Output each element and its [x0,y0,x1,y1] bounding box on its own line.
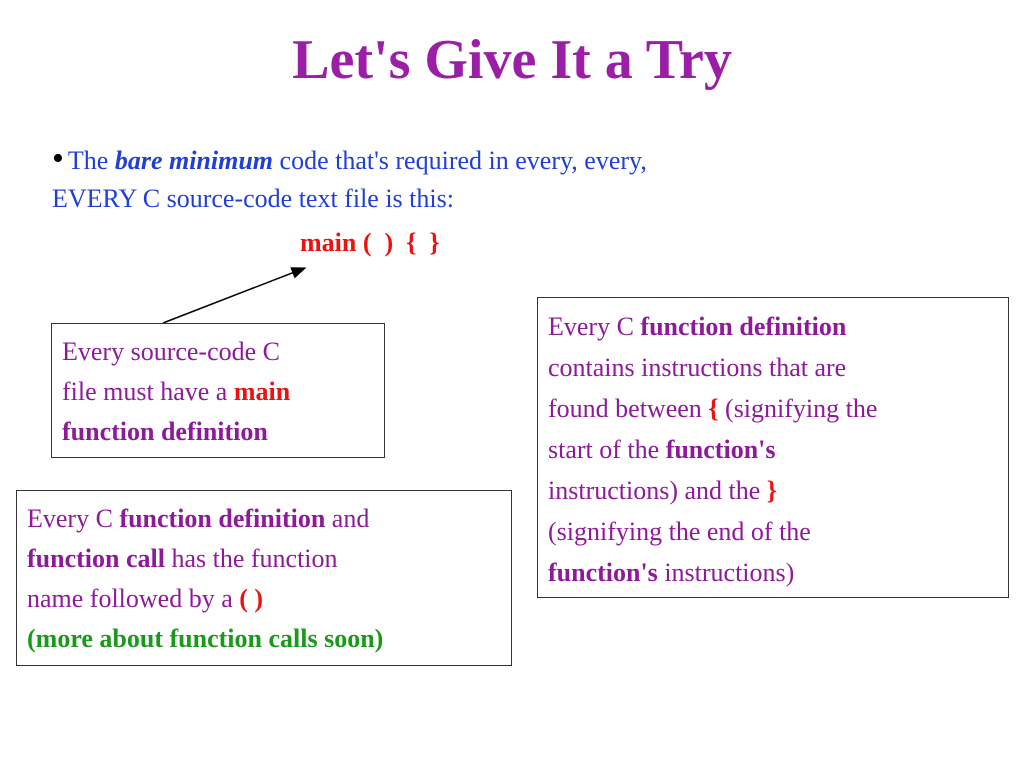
note-text: (signifying the end of the [548,517,811,546]
note-text: Every C [548,312,641,341]
note-emphasis: function definition [119,504,326,533]
bullet-icon: • [52,140,64,177]
note-text: Every source-code C [62,337,281,366]
note-text: contains instructions that are [548,353,847,382]
bullet-point: •The bare minimum code that's required i… [52,140,952,218]
bullet-text-1: The [67,146,115,175]
note-emphasis: function call [27,544,165,573]
note-text: file must have a [62,377,234,406]
bullet-emphasis: bare minimum [114,146,274,175]
note-text: start of the [548,435,666,464]
note-text: and [325,504,370,533]
note-emphasis: function's [548,558,658,587]
slide-title: Let's Give It a Try [292,29,732,91]
code-main-signature: main ( ) { } [300,228,440,257]
function-call-note: Every C function definition and function… [16,490,512,666]
note-text: found between [548,394,709,423]
close-brace: } [766,476,778,505]
note-text: (signifying the [718,394,878,423]
more-soon-note: (more about function calls soon) [27,624,384,653]
note-text: instructions) [657,558,795,587]
note-text: has the function [164,544,338,573]
note-emphasis: function definition [62,417,268,446]
open-brace: { [708,394,719,423]
bullet-text-2: code that's required in every, every, [273,146,647,175]
note-text: name followed by a [27,584,240,613]
note-emphasis: function's [665,435,776,464]
note-text: Every C [27,504,120,533]
bullet-text-3: EVERY C source-code text file is this: [52,184,454,213]
note-text: instructions) and the [548,476,767,505]
parentheses: ( ) [239,584,264,613]
function-definition-note: Every C function definition contains ins… [537,297,1009,598]
note-emphasis: function definition [640,312,847,341]
main-keyword: main [233,377,291,406]
main-function-note: Every source-code C file must have a mai… [51,323,385,458]
